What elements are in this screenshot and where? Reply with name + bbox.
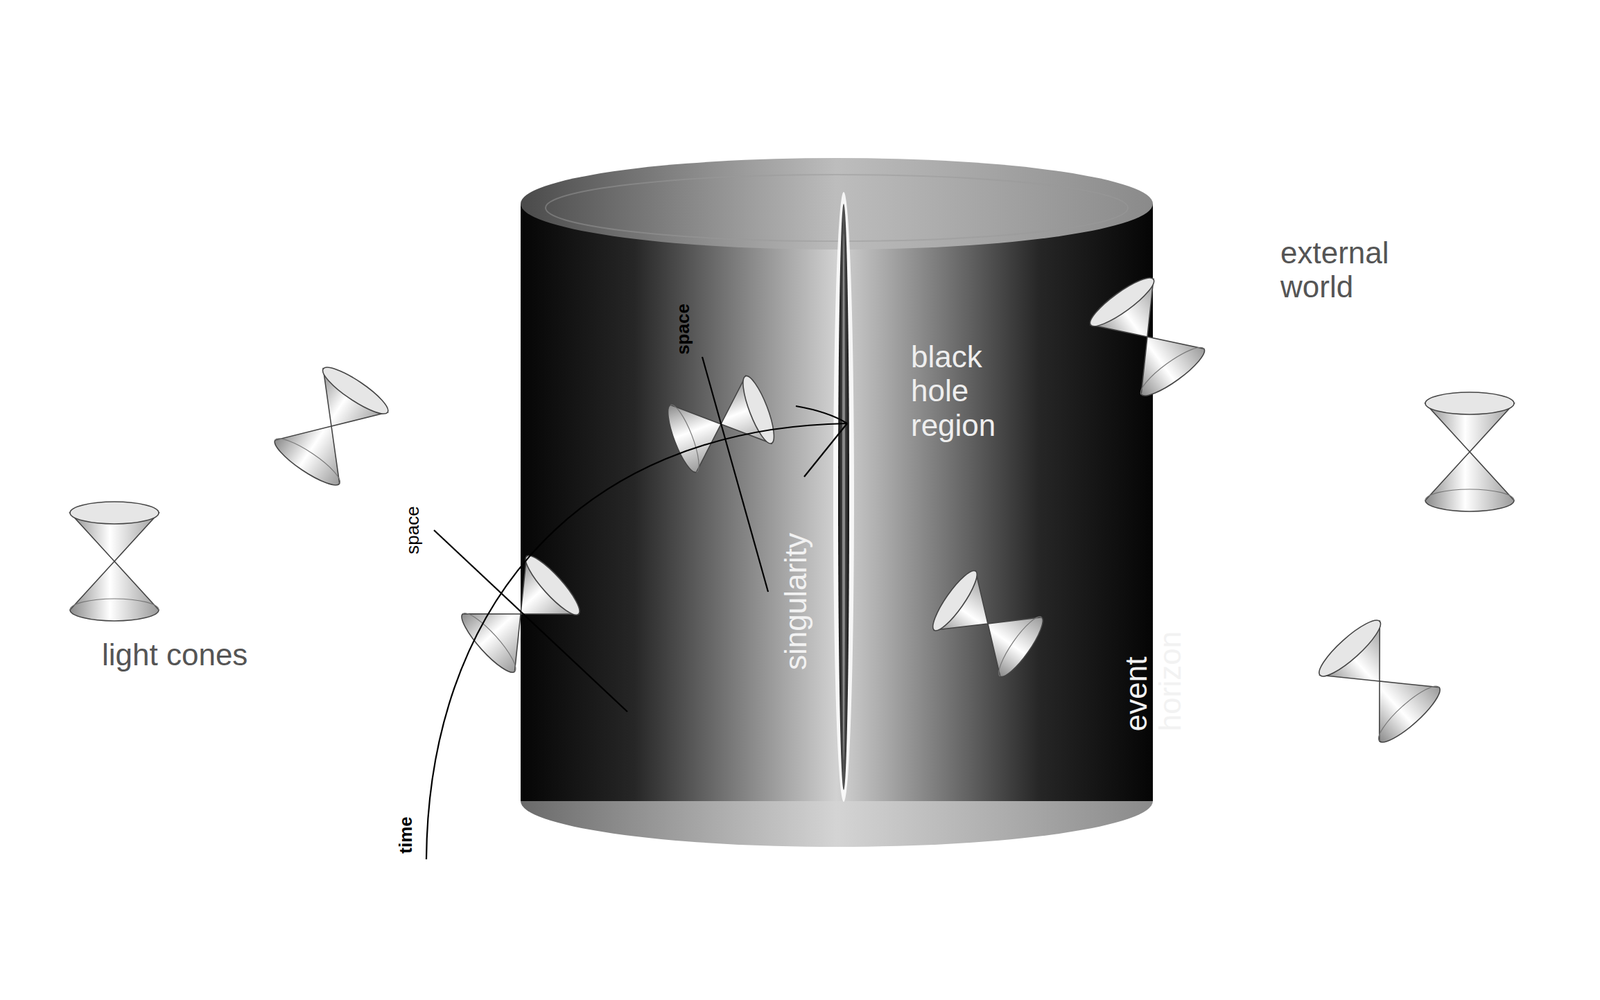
cone-lower-rim (1372, 680, 1440, 742)
cone-lower-rim (70, 598, 159, 611)
space-axis (702, 357, 769, 593)
light-cones (70, 271, 1515, 750)
cylinder-rim (545, 174, 1128, 242)
cone-cap (70, 501, 159, 525)
black-hole-cylinder (520, 158, 1153, 848)
cone-cap (1084, 271, 1160, 333)
arrow-head (795, 406, 848, 424)
singularity-glow (833, 192, 855, 803)
singularity-streak (842, 233, 846, 761)
cone-cap (317, 361, 394, 421)
cone-cap (1425, 392, 1515, 415)
cone-cap (519, 550, 586, 622)
light-cone (1312, 613, 1447, 749)
light-cone (1425, 392, 1515, 512)
cone-lower-rim (275, 431, 346, 484)
singularity-core (838, 203, 850, 791)
cone-lower (1425, 451, 1515, 512)
cone-lower-rim (1425, 489, 1515, 501)
light-cone (926, 566, 1049, 683)
legend-label: light cones (101, 637, 248, 672)
cone-lower-rim (670, 402, 705, 473)
light-cone (1084, 271, 1210, 403)
axes (426, 357, 848, 860)
time-axis (426, 423, 848, 860)
horizon-label: event horizon (1118, 631, 1188, 732)
region-label: black hole region (910, 339, 996, 443)
space-axis (433, 530, 628, 712)
light-cone (70, 501, 159, 622)
cone-lower (70, 561, 159, 622)
singularity-figure (833, 192, 855, 803)
cone-cap (1312, 613, 1387, 683)
cone-lower-rim (1135, 341, 1205, 395)
region-label: external world (1280, 235, 1390, 305)
cone-lower-rim (992, 612, 1042, 677)
cylinder-top (520, 158, 1153, 250)
singularity-label: singularity (778, 533, 813, 671)
cone-lower-rim (462, 607, 522, 673)
axis-label: time (395, 816, 416, 854)
cone-cap (926, 566, 984, 636)
arrow-head (804, 423, 848, 477)
axis-label: space (402, 506, 423, 554)
light-cone (269, 361, 394, 493)
axis-label: space (673, 303, 694, 355)
